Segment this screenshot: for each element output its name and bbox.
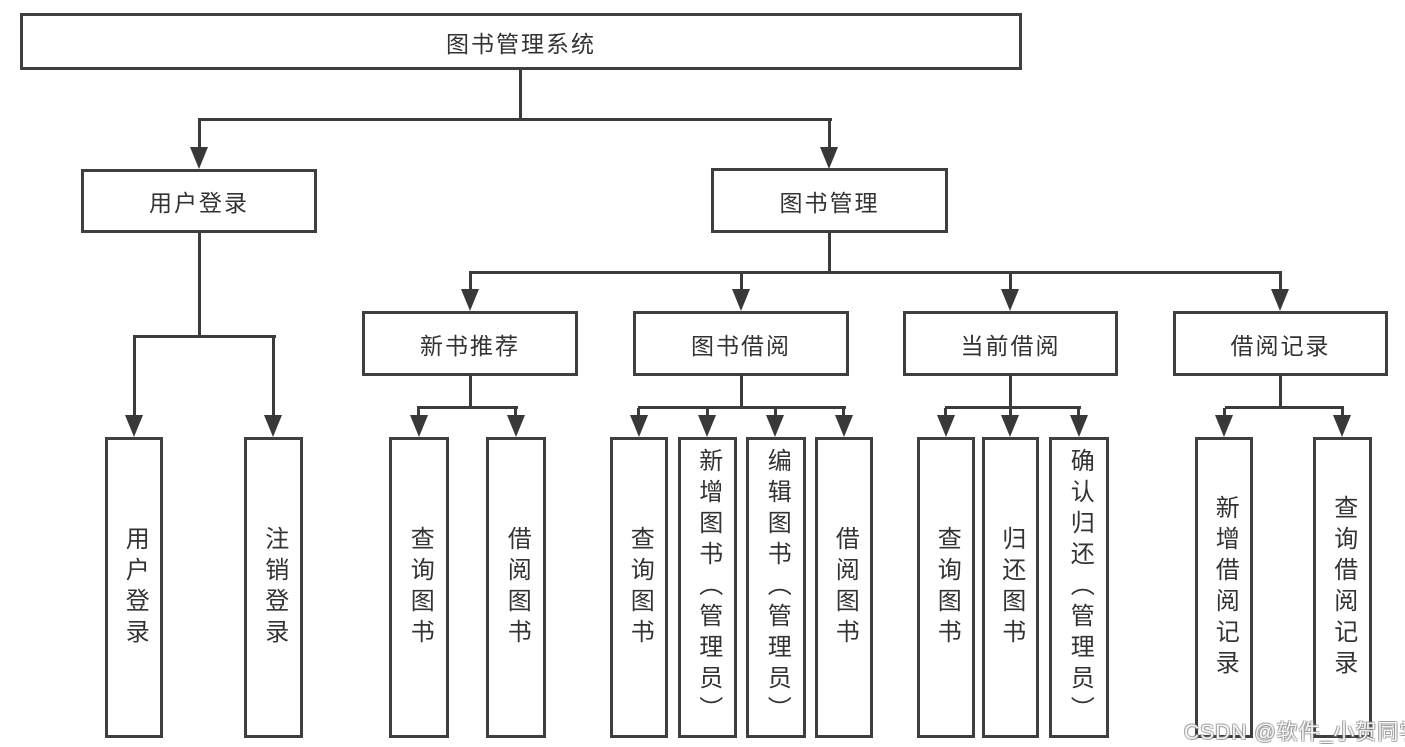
node-book-management-label: 图书管理	[779, 189, 880, 216]
node-current-borrow-label: 当前借阅	[960, 332, 1061, 359]
connector-line	[1009, 408, 1012, 417]
arrow-down-icon	[1271, 289, 1289, 311]
leaf-label: 编辑图书（管理员）	[763, 448, 791, 727]
connector-line	[1341, 408, 1344, 417]
leaf-query-books-2: 查询图书	[610, 437, 668, 738]
leaf-label: 借阅图书	[503, 525, 531, 650]
node-new-book-recommend-label: 新书推荐	[420, 332, 520, 359]
node-user-login-label: 用户登录	[149, 190, 249, 216]
connector-line	[417, 408, 420, 417]
leaf-label: 注销登录	[260, 525, 288, 650]
node-user-login: 用户登录	[81, 169, 317, 233]
connector-line	[842, 408, 845, 417]
connector-line	[740, 273, 743, 291]
leaf-label: 查询借阅记录	[1329, 494, 1357, 681]
arrow-down-icon	[698, 415, 716, 437]
arrow-down-icon	[190, 147, 208, 169]
arrow-down-icon	[1070, 415, 1088, 437]
leaf-label: 归还图书	[997, 525, 1025, 650]
connector-line	[1225, 406, 1344, 409]
connector-line	[469, 273, 472, 291]
connector-line	[1009, 375, 1012, 408]
connector-line	[1279, 375, 1282, 408]
connector-line	[198, 120, 201, 148]
leaf-label: 查询图书	[933, 525, 961, 650]
connector-line	[417, 406, 518, 409]
connector-line	[1223, 408, 1226, 417]
arrow-down-icon	[410, 415, 428, 437]
connector-line	[828, 120, 831, 148]
arrow-down-icon	[461, 289, 479, 311]
connector-line	[198, 118, 832, 121]
arrow-down-icon	[1333, 415, 1351, 437]
arrow-down-icon	[766, 415, 784, 437]
connector-line	[514, 408, 517, 417]
watermark: CSDN @软件_小贺同学	[1184, 721, 1405, 744]
leaf-query-books-1: 查询图书	[389, 437, 449, 738]
node-current-borrow: 当前借阅	[903, 311, 1118, 376]
arrow-down-icon	[732, 289, 750, 311]
arrow-down-icon	[1215, 415, 1233, 437]
arrow-down-icon	[835, 415, 853, 437]
connector-line	[637, 408, 640, 417]
leaf-label: 新增图书（管理员）	[694, 448, 722, 727]
leaf-add-borrow-record: 新增借阅记录	[1195, 437, 1253, 738]
connector-line	[1077, 408, 1080, 417]
arrow-down-icon	[507, 415, 525, 437]
connector-line	[1279, 273, 1282, 291]
connector-line	[740, 375, 743, 408]
leaf-query-borrow-record: 查询借阅记录	[1313, 437, 1372, 738]
node-book-borrow: 图书借阅	[633, 311, 849, 376]
leaf-return-books: 归还图书	[982, 437, 1039, 738]
node-book-borrow-label: 图书借阅	[691, 332, 791, 359]
node-root: 图书管理系统	[20, 13, 1022, 70]
leaf-label: 确认归还（管理员）	[1066, 448, 1094, 727]
connector-line	[272, 337, 275, 417]
node-borrow-records: 借阅记录	[1173, 311, 1388, 376]
arrow-down-icon	[630, 415, 648, 437]
node-new-book-recommend: 新书推荐	[362, 311, 578, 376]
connector-line	[828, 232, 831, 273]
leaf-edit-book-admin: 编辑图书（管理员）	[746, 437, 806, 738]
arrow-down-icon	[820, 147, 838, 169]
arrow-down-icon	[264, 415, 282, 437]
connector-line	[638, 406, 846, 409]
arrow-down-icon	[1001, 289, 1019, 311]
connector-line	[519, 68, 522, 120]
node-root-label: 图书管理系统	[446, 30, 596, 57]
connector-line	[469, 375, 472, 408]
leaf-query-books-3: 查询图书	[917, 437, 975, 738]
connector-line	[198, 232, 201, 337]
connector-line	[774, 408, 777, 417]
connector-line	[133, 335, 276, 338]
leaf-label: 用户登录	[121, 525, 149, 650]
arrow-down-icon	[937, 415, 955, 437]
leaf-label: 查询图书	[406, 525, 434, 650]
leaf-borrow-books-1: 借阅图书	[486, 437, 546, 738]
connector-line	[133, 337, 136, 417]
arrow-down-icon	[125, 415, 143, 437]
leaf-borrow-books-2: 借阅图书	[815, 437, 873, 738]
leaf-user-login: 用户登录	[105, 437, 163, 738]
leaf-label: 查询图书	[626, 525, 654, 650]
leaf-label: 借阅图书	[831, 525, 859, 650]
connector-line	[1009, 273, 1012, 291]
connector-line	[706, 408, 709, 417]
connector-line	[945, 406, 1081, 409]
connector-line	[944, 408, 947, 417]
leaf-add-book-admin: 新增图书（管理员）	[678, 437, 737, 738]
connector-line	[469, 271, 1282, 274]
node-borrow-records-label: 借阅记录	[1230, 332, 1331, 359]
leaf-logout: 注销登录	[244, 437, 303, 738]
leaf-label: 新增借阅记录	[1211, 494, 1239, 681]
node-book-management: 图书管理	[711, 168, 948, 233]
arrow-down-icon	[1001, 415, 1019, 437]
leaf-confirm-return-admin: 确认归还（管理员）	[1049, 437, 1109, 738]
